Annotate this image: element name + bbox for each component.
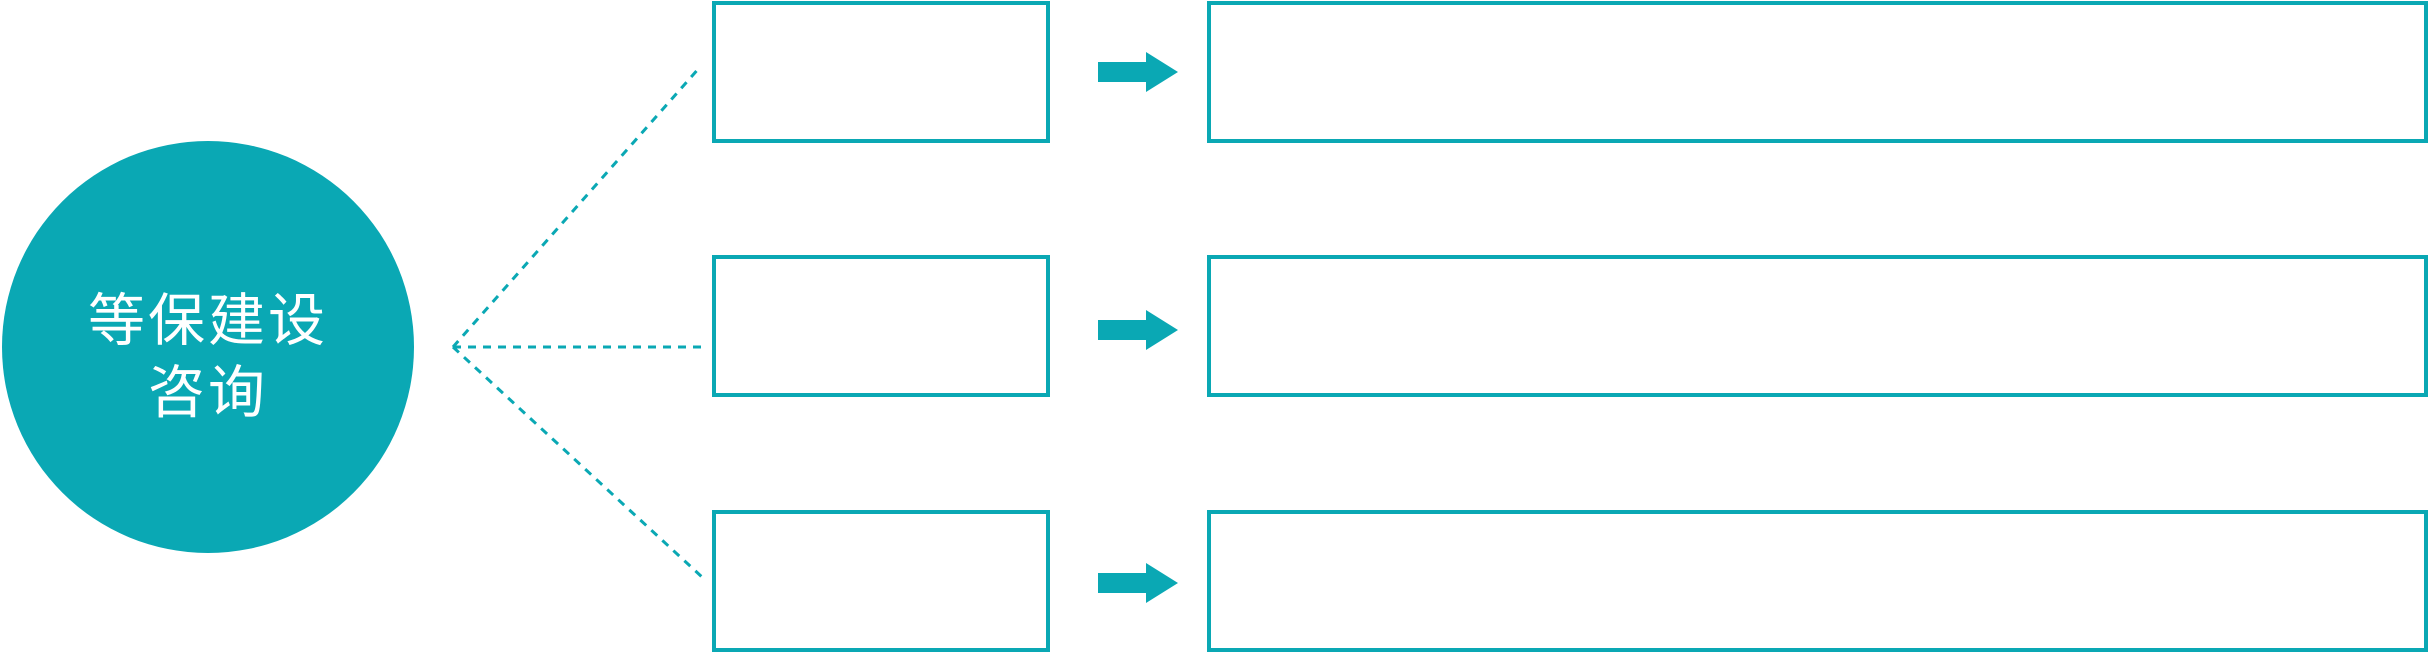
hub-label-line1: 等保建设: [88, 289, 328, 353]
arrow-right-icon: [1098, 52, 1178, 92]
branch-small-box-3: [712, 510, 1050, 652]
branch-small-box-1: [712, 1, 1050, 143]
dashed-connector-top: [451, 66, 702, 348]
branch-small-box-2: [712, 255, 1050, 397]
arrow-right-icon: [1098, 563, 1178, 603]
branch-large-box-1: [1207, 1, 2428, 143]
dashed-connector-bottom: [451, 345, 704, 579]
hub-label-line2: 咨询: [148, 361, 268, 425]
dashed-connectors: [451, 66, 704, 579]
branch-large-box-2: [1207, 255, 2428, 397]
branch-arrows: [1098, 52, 1178, 603]
hub-circle: 等保建设 咨询: [2, 141, 414, 553]
branch-large-box-3: [1207, 510, 2428, 652]
arrow-right-icon: [1098, 310, 1178, 350]
